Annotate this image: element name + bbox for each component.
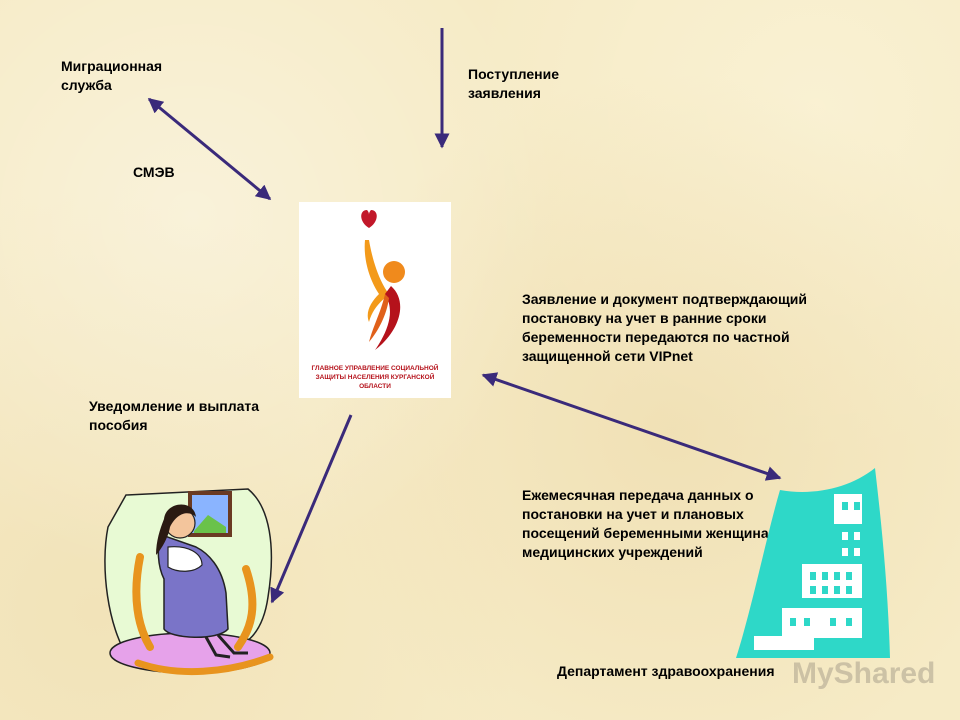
social-protection-logo: ГЛАВНОЕ УПРАВЛЕНИЕ СОЦИАЛЬНОЙ ЗАЩИТЫ НАС… [299, 202, 451, 398]
hospital-building-clipart [736, 468, 890, 658]
smev-label: СМЭВ [133, 164, 175, 180]
arrow-notification [270, 414, 353, 604]
health-department-label: Департамент здравоохранения [557, 663, 775, 679]
notification-label: Уведомление и выплата пособия [89, 398, 260, 433]
arrow-smev [147, 97, 272, 201]
vipnet-note: Заявление и документ подтверждающий пост… [522, 291, 807, 364]
arrow-vipnet [481, 372, 782, 481]
logo-caption: ГЛАВНОЕ УПРАВЛЕНИЕ СОЦИАЛЬНОЙ ЗАЩИТЫ НАС… [311, 365, 439, 390]
monthly-data-note: Ежемесячная передача данных о постановки… [522, 487, 788, 560]
migration-service-label: Миграционная служба [61, 58, 163, 93]
logo-figure [361, 210, 405, 350]
watermark: MyShared [792, 657, 936, 690]
pregnant-woman-clipart [104, 488, 274, 676]
incoming-application-label: Поступление заявления [468, 66, 560, 101]
